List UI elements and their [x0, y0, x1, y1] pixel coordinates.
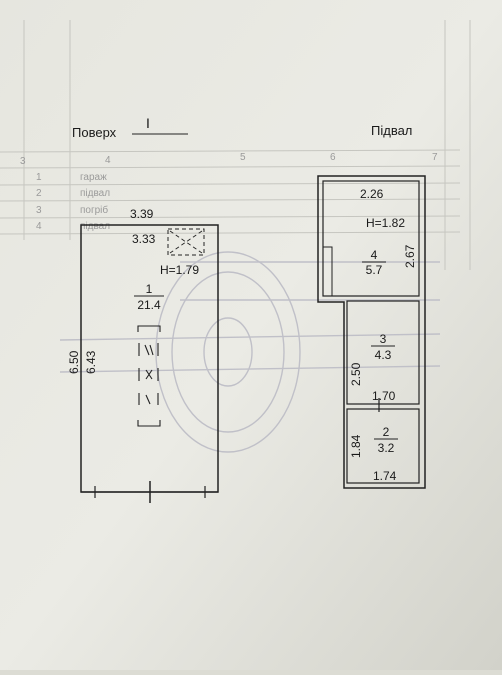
- garage-room-number: 1: [146, 282, 153, 296]
- basement-outer-wall: [317, 175, 426, 489]
- background-table: 3 4 5 6 7 1 2 3 4 гараж підвал погріб пі…: [0, 20, 471, 270]
- garage-plan: 3.39 3.33 H=1.79 1 21.4 6.50 6: [67, 207, 219, 503]
- bg-col-5: 5: [240, 152, 246, 163]
- room-3-wall: [346, 300, 420, 405]
- garage-height: H=1.79: [160, 263, 199, 277]
- basement-label: Підвал: [371, 123, 412, 138]
- bg-row-1: 1: [36, 172, 42, 183]
- bg-cell-2: підвал: [80, 188, 110, 199]
- floor-label: Поверх: [72, 125, 117, 140]
- room-3-number: 3: [380, 332, 387, 346]
- room-3-area: 4.3: [375, 348, 392, 362]
- bg-col-4: 4: [105, 155, 111, 166]
- room-4-number: 4: [371, 248, 378, 262]
- room-2-width: 1.74: [373, 469, 397, 483]
- bg-cell-4: підвал: [80, 221, 110, 232]
- garage-inner-length: 6.43: [84, 350, 98, 374]
- bg-cell-3: погріб: [80, 204, 108, 216]
- garage-inner-width: 3.33: [132, 232, 156, 246]
- garage-outer-length: 6.50: [67, 350, 81, 374]
- basement-plan: 2.26 H=1.82 4 5.7 2.67 3 4.3 2.50 1.70 2…: [317, 175, 426, 489]
- room-4-area: 5.7: [366, 263, 383, 277]
- room-2-wall: [346, 408, 420, 484]
- ventilation-box: [167, 228, 205, 256]
- bg-col-6: 6: [330, 152, 336, 163]
- garage-room-area: 21.4: [137, 298, 161, 312]
- room-2-area: 3.2: [378, 441, 395, 455]
- room-4-width: 2.26: [360, 187, 384, 201]
- garage-outer-width: 3.39: [130, 207, 154, 221]
- bg-row-2: 2: [36, 188, 42, 199]
- room-2-number: 2: [383, 425, 390, 439]
- room-2-depth: 1.84: [349, 434, 363, 458]
- floor-number: I: [146, 115, 150, 131]
- bg-col-7: 7: [432, 152, 438, 163]
- room-3-depth: 2.50: [349, 362, 363, 386]
- faint-stamp: [59, 251, 441, 453]
- room-4-depth: 2.67: [403, 244, 417, 268]
- bg-col-3: 3: [20, 156, 26, 167]
- bg-cell-1: гараж: [80, 172, 107, 183]
- bg-row-3: 3: [36, 205, 42, 216]
- room-4-wall: [322, 180, 420, 297]
- inspection-pit: [137, 325, 161, 427]
- room-4-stairs: [322, 246, 333, 297]
- bg-row-4: 4: [36, 221, 42, 232]
- room-4-height: H=1.82: [366, 216, 405, 230]
- room-3-width: 1.70: [372, 389, 396, 403]
